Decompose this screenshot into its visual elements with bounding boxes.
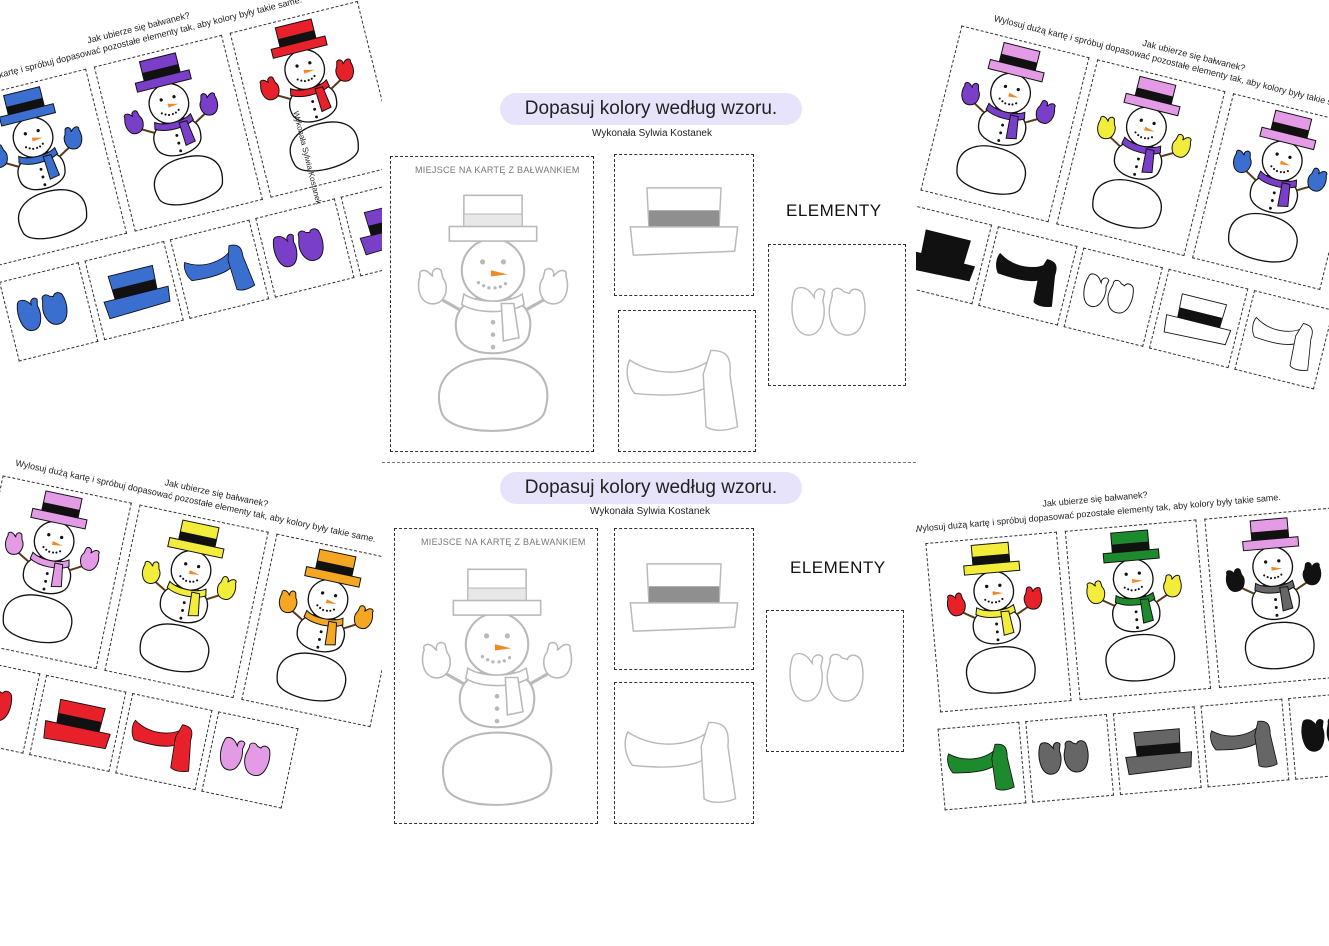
hat-outline xyxy=(625,183,743,261)
mittens-piece-card xyxy=(1288,690,1329,780)
snowman-card xyxy=(0,68,128,266)
snowman-card xyxy=(0,475,132,670)
hat-slot xyxy=(614,154,754,296)
scarf-piece-card xyxy=(115,693,213,791)
hat-piece-card xyxy=(29,674,127,772)
mittens-piece-card xyxy=(201,711,299,809)
snowman-card xyxy=(1204,507,1329,689)
mittens-piece-card xyxy=(255,198,355,298)
author-credit: Wykonała Sylwia Kostanek xyxy=(592,128,712,139)
elements-label: ELEMENTY xyxy=(790,558,886,577)
center-card-top: Dopasuj kolory według wzoru. Wykonała Sy… xyxy=(382,88,916,458)
hat-piece-card xyxy=(1112,706,1202,796)
snowman-card xyxy=(920,25,1090,223)
scarf-piece-card xyxy=(937,721,1027,811)
hat-piece-card xyxy=(84,240,184,341)
scarf-slot xyxy=(614,682,754,824)
elements-label: ELEMENTY xyxy=(786,201,882,220)
mittens-piece-card xyxy=(0,262,99,362)
scarf-outline xyxy=(623,715,747,811)
snowman-card-placeholder: MIEJSCE NA KARTĘ Z BAŁWANKIEM xyxy=(394,528,598,824)
mittens-piece-card xyxy=(1063,247,1163,347)
sheet-bottom-left: Jak ubierze się bałwanek? Wylosuj dużą k… xyxy=(0,440,421,853)
snowman-cards-row xyxy=(915,503,1329,869)
page-title: Dopasuj kolory według wzoru. xyxy=(500,472,802,504)
mittens-outline xyxy=(783,645,887,709)
sheet-top-right: Jak ubierze się bałwanek? Wylosuj dużą k… xyxy=(880,0,1329,424)
snowman-card xyxy=(241,533,406,728)
snowman-card xyxy=(1192,93,1329,291)
snowman-card xyxy=(229,0,399,198)
snowman-card-placeholder: MIEJSCE NA KARTĘ Z BAŁWANKIEM xyxy=(390,156,594,452)
placeholder-label: MIEJSCE NA KARTĘ Z BAŁWANKIEM xyxy=(421,537,586,547)
hat-slot xyxy=(614,528,754,670)
mittens-slot xyxy=(766,610,904,752)
scarf-piece-card xyxy=(169,219,270,319)
placeholder-label: MIEJSCE NA KARTĘ Z BAŁWANKIEM xyxy=(415,165,580,175)
snowman-card xyxy=(93,34,263,232)
card-divider xyxy=(382,462,916,463)
hat-piece-card xyxy=(1148,268,1249,369)
hat-outline xyxy=(625,559,743,637)
mittens-piece-card xyxy=(0,656,41,754)
scarf-piece-card xyxy=(1234,290,1329,390)
mittens-slot xyxy=(768,244,906,386)
snowman-cards-row xyxy=(0,469,414,881)
hat-piece-card xyxy=(892,204,993,305)
snowman-card xyxy=(104,504,269,699)
scarf-piece-card xyxy=(1200,698,1290,788)
snowman-cards-row xyxy=(873,19,1329,453)
snowman-outline xyxy=(399,187,587,447)
sheet-bottom-right: Jak ubierze się bałwanek? Wylosuj dużą k… xyxy=(914,490,1329,869)
scarf-piece-card xyxy=(978,226,1078,326)
snowman-outline xyxy=(403,561,591,821)
snowman-card xyxy=(1064,519,1212,701)
page-title: Dopasuj kolory według wzoru. xyxy=(500,93,802,125)
mittens-piece-card xyxy=(1025,713,1115,803)
snowman-card xyxy=(925,531,1072,713)
mittens-outline xyxy=(785,279,889,343)
center-card-bottom: Dopasuj kolory według wzoru. Wykonała Sy… xyxy=(382,466,916,836)
snowman-card xyxy=(1056,59,1226,257)
scarf-slot xyxy=(618,310,756,452)
author-credit: Wykonała Sylwia Kostanek xyxy=(590,506,710,517)
scarf-outline xyxy=(625,343,749,439)
